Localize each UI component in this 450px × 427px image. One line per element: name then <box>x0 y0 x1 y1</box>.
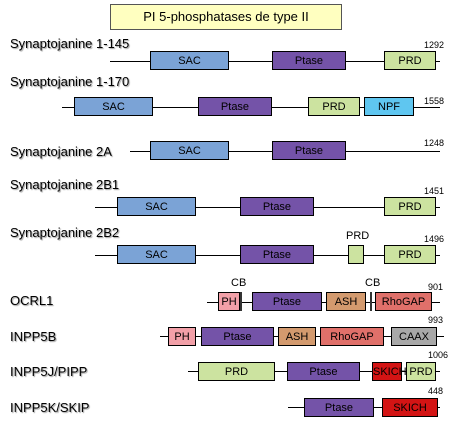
domain-ptase: Ptase <box>240 197 314 216</box>
protein-length: 1558 <box>424 96 445 106</box>
protein-length: 1006 <box>428 350 449 360</box>
cb-annotation: CB <box>365 277 381 289</box>
protein-backbone <box>207 302 440 303</box>
protein-label: INPP5J/PIPP <box>10 364 88 379</box>
protein-label: Synaptojanine 2B1 <box>10 177 120 192</box>
protein-length: 1292 <box>424 40 445 50</box>
domain-rhogap: RhoGAP <box>320 327 384 346</box>
domain-prd: PRD <box>384 197 436 216</box>
domain-prd: PRD <box>406 362 436 381</box>
protein-length: 1496 <box>424 234 445 244</box>
domain-sac: SAC <box>117 197 196 216</box>
domain-sac: SAC <box>150 141 229 160</box>
protein-length: 993 <box>428 315 444 325</box>
domain-sac: SAC <box>150 51 229 70</box>
domain-ph: PH <box>168 327 196 346</box>
domain-ptase: Ptase <box>304 398 374 417</box>
domain-prd: PRD <box>384 245 436 264</box>
domain-caax: CAAX <box>391 327 437 346</box>
domain-skich: SKICH <box>372 362 407 381</box>
protein-label: OCRL1 <box>10 293 54 308</box>
prd-annotation: PRD <box>346 230 370 242</box>
domain-ph: PH <box>218 292 240 311</box>
domain-prd: PRD <box>198 362 275 381</box>
domain-prd: PRD <box>308 97 360 116</box>
protein-label: Synaptojanine 1-145 <box>10 36 130 51</box>
domain-ptase: Ptase <box>272 51 346 70</box>
cb-annotation: CB <box>231 277 247 289</box>
protein-length: 1451 <box>424 186 445 196</box>
domain-ash: ASH <box>278 327 316 346</box>
domain-sac: SAC <box>74 97 153 116</box>
domain-ptase: Ptase <box>198 97 272 116</box>
domain-skich: SKICH <box>382 398 438 417</box>
domain-ptase: Ptase <box>252 292 322 311</box>
protein-label: INPP5K/SKIP <box>10 400 90 415</box>
domain-ptase: Ptase <box>240 245 314 264</box>
cb-marker <box>240 292 242 311</box>
domain-prd: PRD <box>384 51 436 70</box>
domain-npf: NPF <box>364 97 414 116</box>
diagram-title: PI 5-phosphatases de type II <box>110 4 342 30</box>
protein-label: Synaptojanine 2A <box>10 144 112 159</box>
domain-sac: SAC <box>117 245 196 264</box>
domain-ptase: Ptase <box>201 327 274 346</box>
domain-ptase: Ptase <box>272 141 346 160</box>
protein-label: INPP5B <box>10 329 57 344</box>
protein-length: 448 <box>428 386 444 396</box>
cb-marker <box>370 292 372 311</box>
domain-ash: ASH <box>326 292 366 311</box>
protein-length: 1248 <box>424 138 445 148</box>
protein-label: Synaptojanine 1-170 <box>10 74 130 89</box>
domain-ptase: Ptase <box>287 362 360 381</box>
domain-prd-small <box>348 245 364 264</box>
domain-rhogap: RhoGAP <box>375 292 432 311</box>
protein-length: 901 <box>428 282 444 292</box>
protein-label: Synaptojanine 2B2 <box>10 225 120 240</box>
